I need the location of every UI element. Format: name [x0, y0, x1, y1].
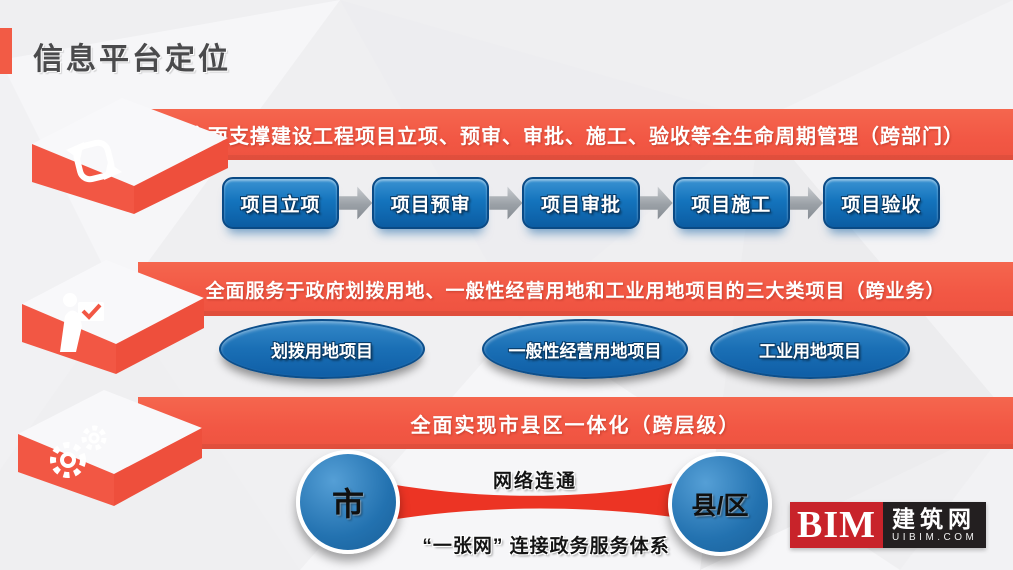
banner-landuse: 全面服务于政府划拨用地、一般性经营用地和工业用地项目的三大类项目（跨业务）: [138, 262, 1013, 316]
banner-lifecycle: 全面支撑建设工程项目立项、预审、审批、施工、验收等全生命周期管理（跨部门）: [138, 109, 1013, 160]
process-step-construction: 项目施工: [672, 177, 790, 229]
banner-lifecycle-text: 全面支撑建设工程项目立项、预审、审批、施工、验收等全生命周期管理（跨部门）: [187, 126, 964, 148]
process-step-approval: 项目审批: [522, 177, 640, 229]
process-step-preview: 项目预审: [372, 177, 490, 229]
gears-icon: [50, 425, 107, 478]
banner-integration-text: 全面实现市县区一体化（跨层级）: [410, 414, 741, 437]
category-industrial-land: 工业用地项目: [710, 319, 910, 379]
box3d-integration: [18, 390, 202, 506]
person-check-icon: [60, 293, 104, 352]
county-district-node: 县/区: [668, 452, 772, 556]
box3d-landuse: [22, 260, 204, 374]
bim-logo: BIM 建筑网 UIBIM.COM: [790, 502, 987, 548]
banner-integration: 全面实现市县区一体化（跨层级）: [138, 397, 1013, 449]
title-accent-bar: [0, 28, 12, 74]
page-title: 信息平台定位: [33, 43, 231, 76]
network-link-label: 网络连通: [492, 471, 577, 492]
process-flow: 项目立项 项目预审 项目审批 项目施工 项目验收: [222, 177, 940, 241]
bim-logo-right: 建筑网 UIBIM.COM: [883, 502, 987, 548]
bim-logo-brand: BIM: [790, 502, 883, 548]
category-allocated-land: 划拨用地项目: [219, 319, 425, 379]
arrow-right-icon: [489, 186, 523, 220]
bim-logo-name: 建筑网: [892, 506, 976, 532]
banner-landuse-text: 全面服务于政府划拨用地、一般性经营用地和工业用地项目的三大类项目（跨业务）: [205, 280, 946, 302]
arrow-right-icon: [789, 186, 823, 220]
city-node: 市: [296, 450, 400, 554]
one-network-caption: “一张网” 连接政务服务体系: [422, 536, 670, 557]
arrow-right-icon: [339, 186, 373, 220]
cycle-icon: [66, 139, 122, 183]
connector-ribbon: [390, 482, 680, 520]
category-commercial-land: 一般性经营用地项目: [482, 319, 688, 379]
arrow-right-icon: [639, 186, 673, 220]
bim-logo-domain: UIBIM.COM: [892, 532, 978, 543]
process-step-initiation: 项目立项: [222, 177, 340, 229]
process-step-acceptance: 项目验收: [822, 177, 940, 229]
box3d-lifecycle: [32, 98, 228, 214]
